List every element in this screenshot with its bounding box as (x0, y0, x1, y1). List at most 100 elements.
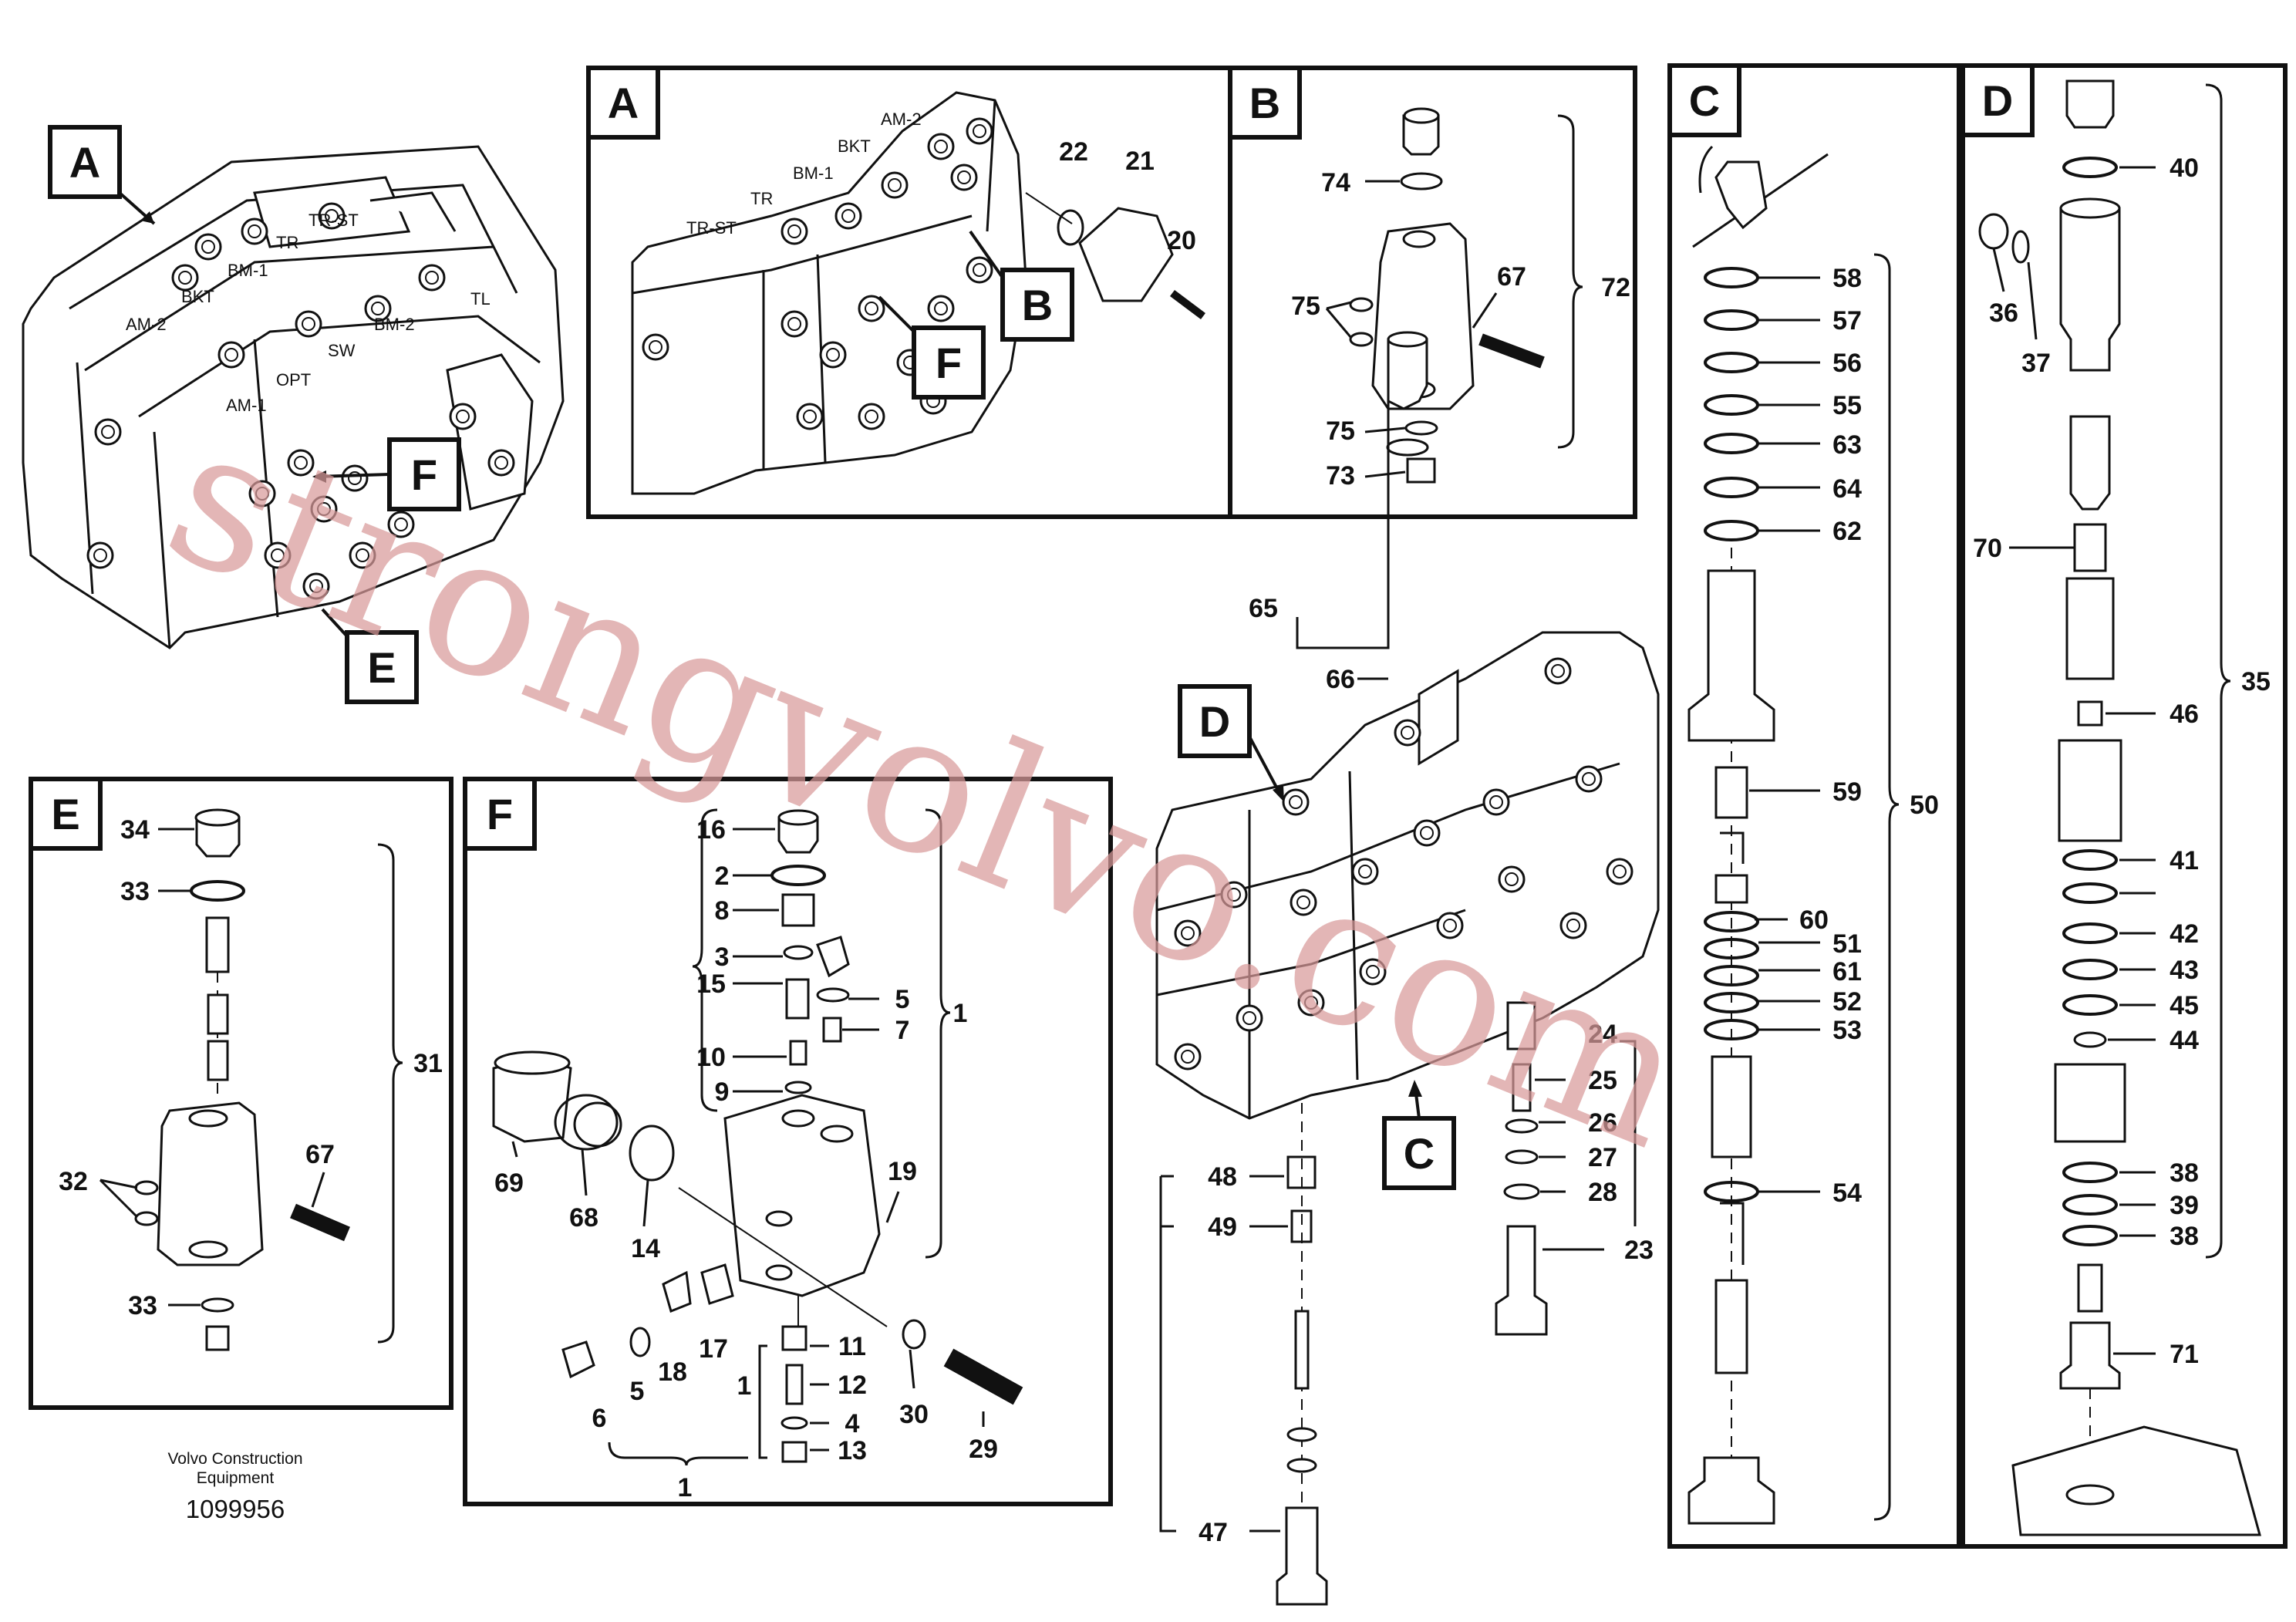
part-label-48: 48 (1208, 1162, 1237, 1192)
part-label-12: 12 (838, 1371, 867, 1400)
panel-a-tag: A (586, 66, 660, 140)
part-label-17: 17 (699, 1334, 728, 1364)
panel-f-parts (492, 809, 1023, 1463)
port-label-am2: AM-2 (126, 315, 167, 334)
panel-b-leaders (1325, 114, 1583, 478)
part-label-58: 58 (1832, 264, 1862, 293)
part-label-68: 68 (569, 1203, 598, 1233)
panel-f-tag: F (463, 777, 537, 851)
part-label-41: 41 (2170, 846, 2199, 875)
panel-b-parts (1349, 107, 1545, 484)
footer-company-line2: Equipment (197, 1469, 275, 1487)
part-label-55: 55 (1832, 391, 1862, 420)
panel-b-tag: B (1228, 66, 1302, 140)
panel-d-tag: D (1961, 63, 2035, 137)
part-label-70: 70 (1973, 534, 2002, 563)
part-label-20: 20 (1167, 226, 1196, 255)
panel-a-callout-b: B (969, 230, 1074, 342)
part-label-22: 22 (1059, 137, 1088, 167)
part-label-57: 57 (1832, 306, 1862, 336)
panel-a-port-labels: TR-ST TR BM-1 BKT AM-2 (686, 110, 922, 238)
part-label-27: 27 (1588, 1143, 1617, 1172)
port-label-tr-st: TR-ST (308, 211, 359, 230)
part-label-37: 37 (2021, 349, 2051, 378)
part-label-65: 65 (1249, 594, 1278, 623)
part-label-66: 66 (1326, 665, 1355, 694)
part-label-4: 4 (845, 1409, 860, 1438)
part-label-75b: 75 (1326, 416, 1355, 446)
part-label-56: 56 (1832, 349, 1862, 378)
part-label-11: 11 (838, 1332, 866, 1361)
part-label-75: 75 (1291, 292, 1320, 321)
part-label-7: 7 (895, 1016, 910, 1045)
part-label-32: 32 (59, 1167, 88, 1196)
panel-c-leaders (1749, 253, 1900, 1521)
part-label-5: 5 (895, 985, 910, 1014)
diagram-label: C (1404, 1129, 1435, 1178)
diagram-label: B (1022, 281, 1053, 329)
centre-stack-47-leaders (1159, 1175, 1288, 1533)
panel-e-leaders (99, 828, 403, 1344)
centre-leaders (1296, 359, 1390, 680)
diagram-label: E (51, 790, 79, 838)
panel-d-parts (1978, 79, 2261, 1536)
panel-e-tag: E (29, 777, 103, 851)
port-label-tr-st-a: TR-ST (686, 218, 737, 238)
part-label-26: 26 (1588, 1108, 1617, 1138)
part-label-51: 51 (1832, 929, 1862, 959)
panel-a-cover (1025, 192, 1205, 319)
part-label-59: 59 (1832, 777, 1862, 807)
part-label-25: 25 (1588, 1066, 1617, 1095)
panel-f-frame (463, 777, 1113, 1506)
part-label-31: 31 (413, 1049, 443, 1078)
diagram-label: E (367, 643, 396, 692)
diagram-label: D (1199, 697, 1230, 746)
part-label-2: 2 (715, 862, 730, 891)
part-label-1-top: 1 (953, 999, 968, 1028)
footer-company-line1: Volvo Construction (167, 1450, 302, 1468)
part-label-15: 15 (696, 969, 726, 999)
part-label-23: 23 (1624, 1236, 1654, 1265)
diagram-label: D (1982, 76, 2013, 125)
diagram-label: A (608, 79, 639, 127)
part-label-46: 46 (2170, 700, 2199, 729)
footer-drawing-number: 1099956 (186, 1495, 285, 1523)
part-label-50: 50 (1910, 791, 1939, 820)
panel-c-tag: C (1667, 63, 1741, 137)
diagram-label: F (487, 790, 513, 838)
part-label-9: 9 (715, 1077, 730, 1107)
port-label-bm1: BM-1 (228, 261, 268, 280)
part-label-42: 42 (2170, 919, 2199, 949)
part-label-38: 38 (2170, 1222, 2199, 1251)
port-label-opt: OPT (276, 370, 311, 389)
port-label-am1: AM-1 (226, 396, 267, 415)
part-label-36: 36 (1989, 298, 2018, 328)
part-label-1-side: 1 (737, 1371, 752, 1401)
part-label-33: 33 (128, 1291, 157, 1320)
panel-e-frame (29, 777, 453, 1410)
part-label-21: 21 (1125, 147, 1155, 176)
part-label-60: 60 (1799, 905, 1829, 935)
part-label-28: 28 (1588, 1178, 1617, 1207)
panel-a-callout-f: F (878, 295, 986, 400)
callout-a-main: A (48, 125, 156, 225)
part-label-63: 63 (1832, 430, 1862, 460)
part-label-6: 6 (592, 1404, 607, 1433)
panel-d-frame (1961, 63, 2288, 1549)
diagram-label: C (1689, 76, 1720, 125)
centre-stack-47 (1276, 1103, 1328, 1606)
part-label-61: 61 (1832, 957, 1862, 986)
port-label-bkt: BKT (181, 287, 214, 306)
part-label-73: 73 (1326, 461, 1355, 491)
panel-c-housing-fragment (1692, 145, 1829, 248)
port-label-sw: SW (328, 341, 356, 360)
panel-a-valve (631, 91, 1027, 495)
part-label-1-bottom: 1 (678, 1473, 693, 1502)
part-label-33a: 33 (120, 877, 150, 906)
part-label-24: 24 (1588, 1020, 1617, 1049)
port-label-bm2: BM-2 (374, 315, 415, 334)
port-label-bm1-a: BM-1 (793, 164, 834, 183)
panel-d-leaders (1992, 83, 2231, 1355)
part-label-53: 53 (1832, 1016, 1862, 1045)
diagram-label: A (69, 138, 100, 187)
